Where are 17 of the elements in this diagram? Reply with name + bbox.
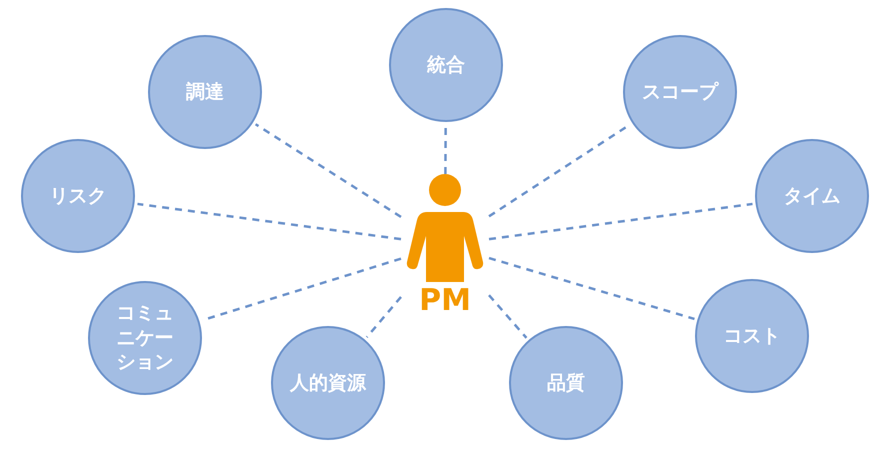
dashed-connector xyxy=(488,294,528,339)
node-label: 統合 xyxy=(427,52,465,78)
dashed-connector xyxy=(366,296,402,338)
dashed-connector xyxy=(444,125,447,174)
dashed-connector xyxy=(254,123,402,218)
node-label: 調達 xyxy=(186,80,224,104)
dashed-connector xyxy=(488,202,753,240)
node-label: リスク xyxy=(50,184,106,208)
node-label: PM xyxy=(419,286,471,316)
dashed-connector xyxy=(488,256,695,320)
dashed-connector xyxy=(137,202,402,240)
node-label: コスト xyxy=(724,324,780,348)
node-label: 人的資源 xyxy=(290,370,366,396)
node-label: コミュニケーション xyxy=(116,300,174,376)
node-label: スコープ xyxy=(642,80,718,104)
node-label: 品質 xyxy=(547,370,585,396)
node-label: タイム xyxy=(784,184,840,208)
